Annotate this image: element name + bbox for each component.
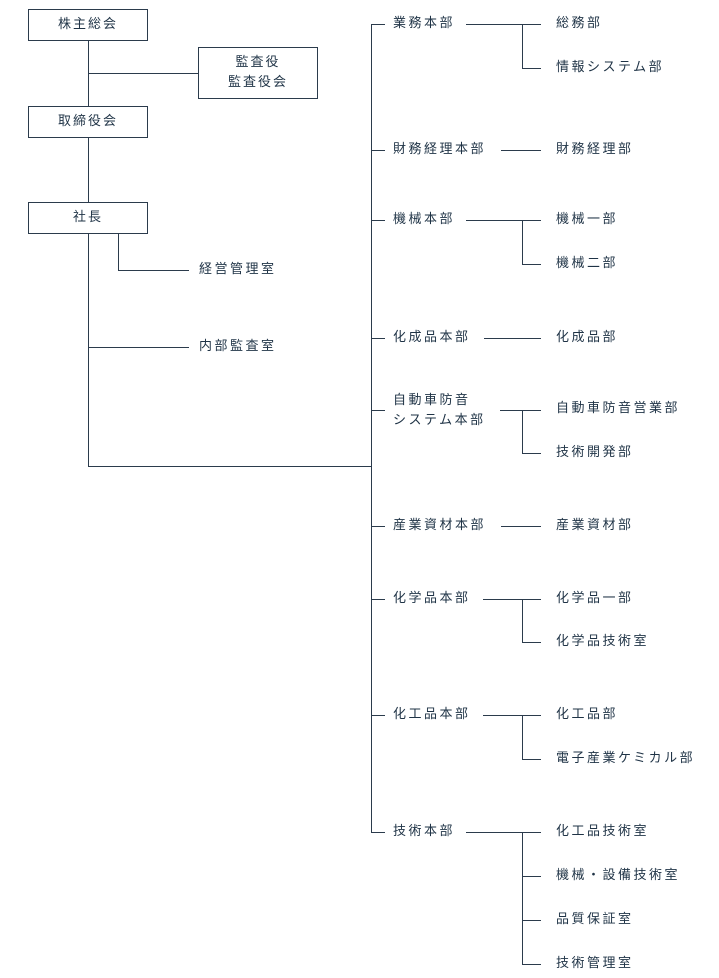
connector-line (522, 24, 523, 69)
connector-line (371, 526, 385, 527)
department-label: 技術管理室 (556, 956, 634, 971)
connector-line (371, 220, 385, 221)
board-box: 取締役会 (28, 106, 148, 138)
department-label: 化工品部 (556, 707, 619, 722)
division-label: 化成品本部 (393, 330, 471, 345)
connector-line (500, 410, 541, 411)
department-label: 化成品部 (556, 330, 619, 345)
connector-line (371, 150, 385, 151)
connector-line (522, 599, 523, 643)
department-label: 自動車防音営業部 (556, 401, 681, 416)
connector-line (522, 876, 541, 877)
division-label: 産業資材本部 (393, 518, 487, 533)
auditors-label-line2: 監査役会 (227, 75, 288, 90)
department-label: 品質保証室 (556, 912, 634, 927)
connector-line (522, 68, 541, 69)
connector-line (501, 150, 541, 151)
connector-line (88, 137, 89, 202)
department-label: 化学品技術室 (556, 634, 650, 649)
division-label: 機械本部 (393, 212, 456, 227)
department-label: 機械二部 (556, 256, 619, 271)
shareholders-meeting-label: 株主総会 (57, 17, 118, 32)
connector-line (466, 24, 541, 25)
connector-line (522, 264, 541, 265)
department-label: 総務部 (556, 16, 603, 31)
division-label-line2: システム本部 (393, 413, 486, 428)
connector-line (501, 526, 541, 527)
division-label: 化工品本部 (393, 707, 471, 722)
department-label: 情報システム部 (556, 60, 665, 75)
president-label: 社長 (72, 210, 103, 225)
division-label: 化学品本部 (393, 591, 471, 606)
management-office-label: 経営管理室 (199, 262, 277, 277)
connector-line (88, 233, 89, 467)
connector-line (466, 220, 541, 221)
connector-line (522, 220, 523, 265)
president-box: 社長 (28, 202, 148, 234)
division-label: 業務本部 (393, 16, 456, 31)
department-label: 機械一部 (556, 212, 619, 227)
connector-line (466, 832, 541, 833)
connector-line (484, 338, 541, 339)
division-label-line1: 自動車防音 (393, 393, 471, 408)
department-label: 技術開発部 (556, 445, 634, 460)
internal-audit-label: 内部監査室 (199, 339, 277, 354)
connector-line (118, 233, 119, 271)
department-label: 電子産業ケミカル部 (556, 751, 696, 766)
connector-line (371, 338, 385, 339)
connector-line (522, 964, 541, 965)
connector-line (522, 642, 541, 643)
connector-line (88, 347, 189, 348)
board-label: 取締役会 (57, 114, 118, 129)
connector-line (118, 270, 189, 271)
connector-line (522, 715, 523, 760)
connector-line (371, 24, 385, 25)
connector-line (88, 73, 198, 74)
connector-line (522, 920, 541, 921)
connector-line (371, 410, 385, 411)
connector-line (522, 759, 541, 760)
connector-line (371, 715, 385, 716)
shareholders-meeting-box: 株主総会 (28, 9, 148, 41)
auditors-label-line1: 監査役 (235, 55, 281, 70)
department-label: 化工品技術室 (556, 824, 650, 839)
department-label: 財務経理部 (556, 142, 634, 157)
division-label: 技術本部 (393, 824, 456, 839)
connector-line (522, 410, 523, 454)
division-label: 財務経理本部 (393, 142, 487, 157)
connector-line (483, 599, 541, 600)
connector-line (522, 453, 541, 454)
connector-line (371, 599, 385, 600)
main-spine-line (371, 24, 372, 833)
department-label: 産業資材部 (556, 518, 634, 533)
auditors-box: 監査役 監査役会 (198, 47, 318, 99)
department-label: 化学品一部 (556, 591, 634, 606)
connector-line (371, 832, 385, 833)
department-label: 機械・設備技術室 (556, 868, 681, 883)
connector-line (483, 715, 541, 716)
connector-line (88, 466, 371, 467)
connector-line (522, 832, 523, 965)
